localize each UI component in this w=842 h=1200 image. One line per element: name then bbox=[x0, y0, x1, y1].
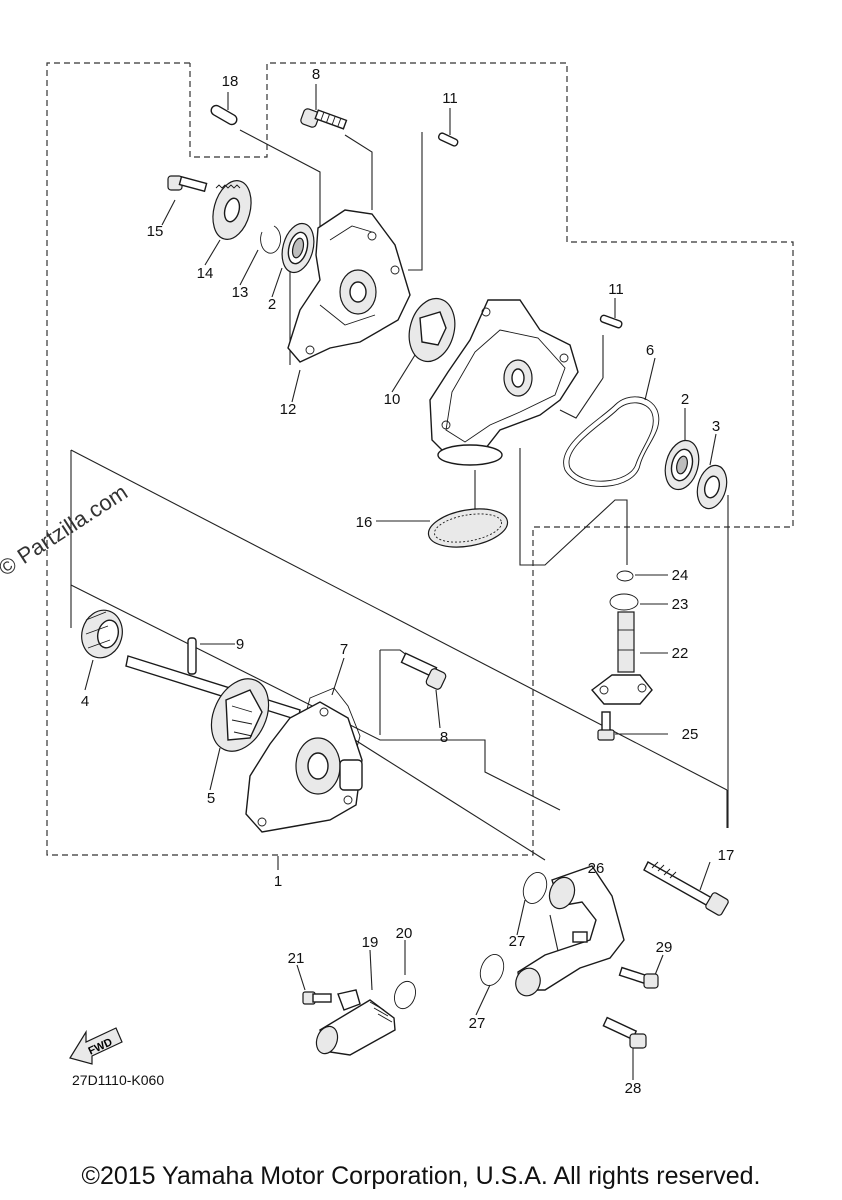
callout-27-upper[interactable]: 27 bbox=[509, 933, 526, 950]
callout-28[interactable]: 28 bbox=[625, 1080, 642, 1097]
o-ring-23[interactable] bbox=[609, 593, 639, 611]
callout-27-lower[interactable]: 27 bbox=[469, 1015, 486, 1032]
leader-lines bbox=[70, 129, 729, 961]
seal-4[interactable] bbox=[76, 606, 127, 663]
bolt-15[interactable] bbox=[167, 175, 208, 193]
callout-4[interactable]: 4 bbox=[81, 693, 89, 710]
pump-body[interactable] bbox=[245, 701, 363, 833]
callout-13[interactable]: 13 bbox=[232, 284, 249, 301]
bolt-29[interactable] bbox=[618, 966, 659, 989]
callout-20[interactable]: 20 bbox=[396, 925, 413, 942]
callout-23[interactable]: 23 bbox=[672, 596, 689, 613]
callout-3[interactable]: 3 bbox=[712, 418, 720, 435]
callout-22[interactable]: 22 bbox=[672, 645, 689, 662]
circlip-13[interactable] bbox=[260, 225, 282, 254]
dowel-pin-11-upper[interactable] bbox=[437, 132, 459, 147]
callout-7[interactable]: 7 bbox=[340, 641, 348, 658]
impeller-shaft[interactable] bbox=[125, 655, 301, 721]
callout-11-upper[interactable]: 11 bbox=[442, 90, 458, 107]
bearing-2-right[interactable] bbox=[660, 437, 704, 494]
callout-24[interactable]: 24 bbox=[672, 567, 689, 584]
diagram-code: 27D1110-K060 bbox=[72, 1072, 165, 1088]
gear-14[interactable] bbox=[207, 176, 257, 243]
o-ring-24[interactable] bbox=[616, 570, 634, 582]
callout-29[interactable]: 29 bbox=[656, 939, 673, 956]
assembly-boundary bbox=[46, 62, 794, 856]
bearing-2-upper[interactable] bbox=[277, 220, 319, 276]
pump-cover[interactable] bbox=[429, 299, 579, 466]
callout-2-upper[interactable]: 2 bbox=[268, 296, 276, 313]
o-ring-27-upper[interactable] bbox=[519, 869, 551, 907]
callout-8-upper[interactable]: 8 bbox=[312, 66, 320, 83]
bolt-28[interactable] bbox=[602, 1016, 647, 1049]
dowel-pin-11-right[interactable] bbox=[599, 314, 623, 329]
pin-18[interactable] bbox=[209, 104, 238, 127]
fwd-arrow-icon: FWD bbox=[69, 1027, 123, 1065]
pin-9[interactable] bbox=[187, 637, 197, 675]
callout-25[interactable]: 25 bbox=[682, 726, 699, 743]
bolt-25[interactable] bbox=[597, 711, 615, 741]
strainer-16[interactable] bbox=[425, 503, 510, 552]
copyright-notice: ©2015 Yamaha Motor Corporation, U.S.A. A… bbox=[81, 1162, 761, 1190]
callout-10[interactable]: 10 bbox=[384, 391, 401, 408]
callout-21[interactable]: 21 bbox=[288, 950, 305, 967]
oil-seal-3[interactable] bbox=[693, 462, 731, 512]
pipe-19[interactable] bbox=[313, 989, 396, 1057]
callout-26[interactable]: 26 bbox=[588, 860, 605, 877]
callout-1[interactable]: 1 bbox=[274, 873, 282, 890]
callout-labels: 18 8 11 15 14 13 2 12 10 11 6 2 3 16 24 … bbox=[81, 66, 735, 1097]
callout-16[interactable]: 16 bbox=[356, 514, 373, 531]
bolt-8-upper[interactable] bbox=[300, 108, 348, 130]
callout-5[interactable]: 5 bbox=[207, 790, 215, 807]
rotor-10[interactable] bbox=[402, 293, 461, 366]
callout-leaders bbox=[84, 84, 717, 1080]
callout-11-right[interactable]: 11 bbox=[608, 281, 624, 298]
callout-17[interactable]: 17 bbox=[718, 847, 735, 864]
long-bolt-17[interactable] bbox=[643, 861, 729, 916]
o-ring-27-lower[interactable] bbox=[476, 951, 508, 989]
pipe-22[interactable] bbox=[590, 611, 653, 705]
callout-6[interactable]: 6 bbox=[646, 342, 654, 359]
callout-9[interactable]: 9 bbox=[236, 636, 244, 653]
callout-14[interactable]: 14 bbox=[197, 265, 214, 282]
bolt-8-lower[interactable] bbox=[400, 652, 447, 690]
callout-8-lower[interactable]: 8 bbox=[440, 729, 448, 746]
o-ring-20[interactable] bbox=[391, 978, 419, 1011]
callout-19[interactable]: 19 bbox=[362, 934, 379, 951]
callout-18[interactable]: 18 bbox=[222, 73, 239, 90]
callout-2-right[interactable]: 2 bbox=[681, 391, 689, 408]
gasket-6[interactable] bbox=[563, 396, 660, 487]
pump-housing-12[interactable] bbox=[287, 209, 411, 363]
pipe-26[interactable] bbox=[512, 865, 625, 999]
callout-15[interactable]: 15 bbox=[147, 223, 164, 240]
bolt-21[interactable] bbox=[302, 991, 332, 1005]
callout-12[interactable]: 12 bbox=[280, 401, 297, 418]
impeller-5[interactable] bbox=[200, 670, 279, 761]
